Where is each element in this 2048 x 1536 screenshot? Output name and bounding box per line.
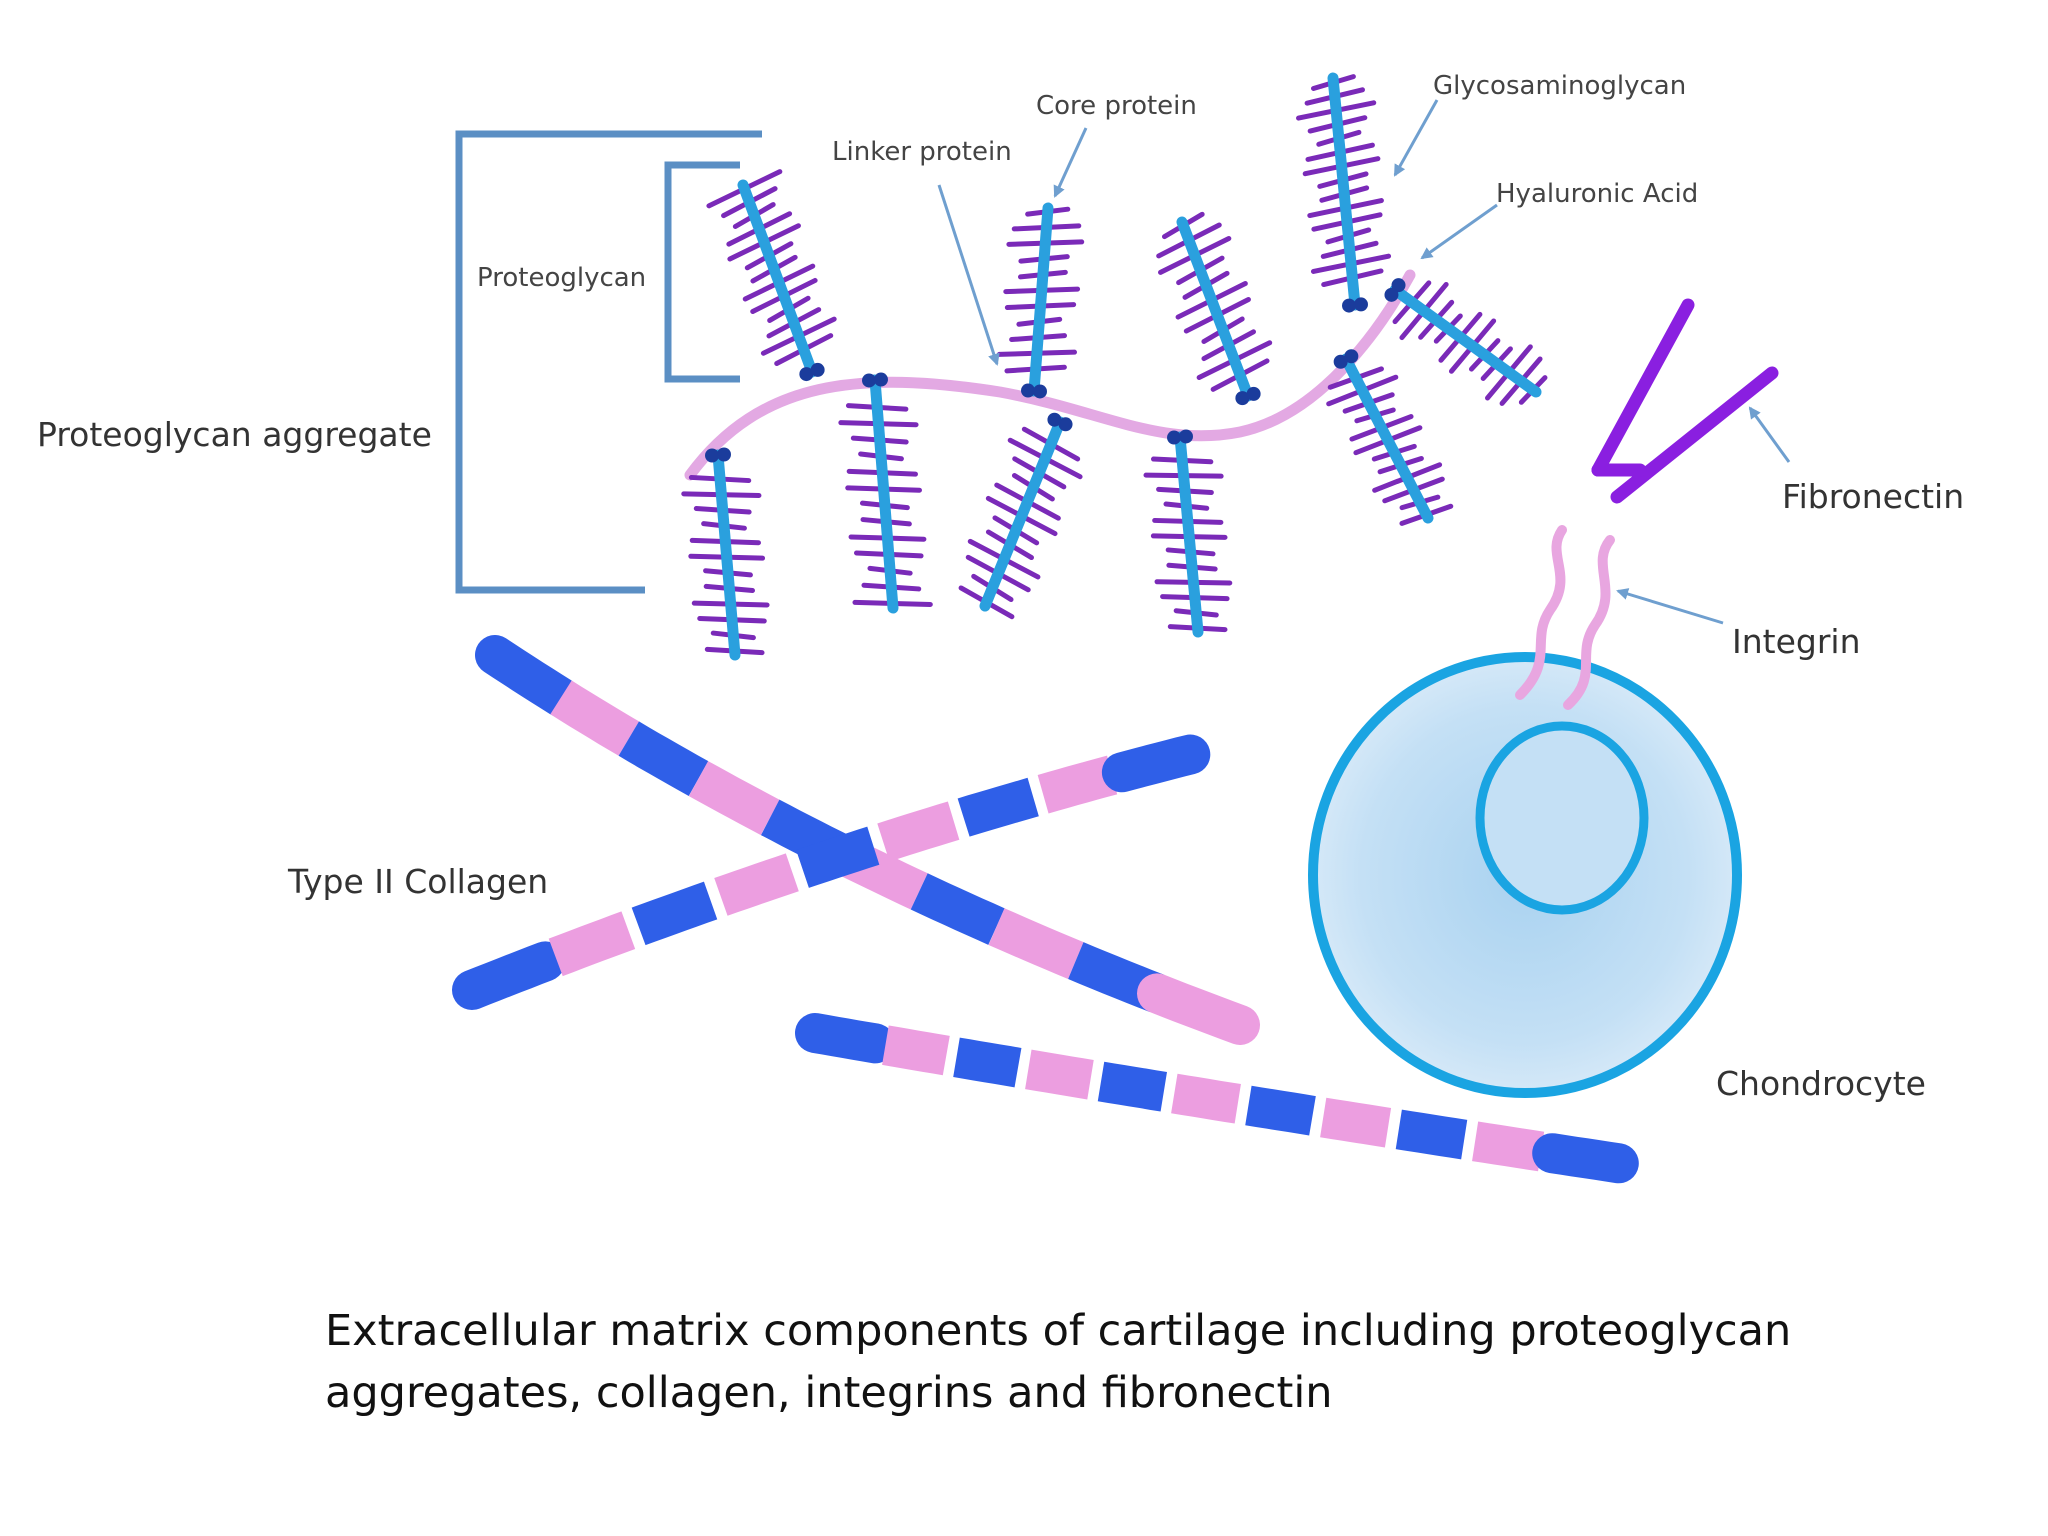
core-protein-strand <box>1340 353 1434 524</box>
bottlebrush-icon <box>838 372 933 614</box>
bottlebrush-icon <box>1384 278 1548 406</box>
bottlebrush-icon <box>958 412 1083 620</box>
collagen-band-blue <box>953 1037 1022 1088</box>
bottlebrush-icon <box>996 202 1085 399</box>
hyaluronic-acid-strand <box>684 269 1416 481</box>
label-glycosaminoglycan: Glycosaminoglycan <box>1433 71 1686 101</box>
arrow-icon <box>937 184 1000 366</box>
figure-caption: Extracellular matrix components of carti… <box>325 1300 1825 1424</box>
linker-protein-dot <box>1333 354 1348 369</box>
linker-protein-dot <box>716 447 731 462</box>
arrow-icon <box>1420 203 1498 260</box>
collagen-band-pink <box>882 1025 950 1076</box>
core-protein-strand <box>1389 284 1542 398</box>
caption-line-2: aggregates, collagen, integrins and fibr… <box>325 1368 1333 1418</box>
proteoglycan-monomers <box>681 72 1548 661</box>
linker-protein-dot <box>1246 386 1261 401</box>
label-proteoglycan-aggregate: Proteoglycan aggregate <box>37 415 432 454</box>
core-protein-strand <box>1327 72 1361 311</box>
collagen-band-pink <box>1171 1073 1241 1124</box>
linker-protein-dot <box>1167 430 1182 445</box>
collagen-band-blue <box>1532 1133 1639 1184</box>
arrow-icon <box>1393 99 1439 177</box>
collagen-band-pink <box>1037 755 1118 814</box>
collagen-band-blue <box>1101 734 1211 793</box>
linker-protein-dot <box>705 448 720 463</box>
collagen-band-blue <box>796 826 880 888</box>
label-chondrocyte: Chondrocyte <box>1716 1064 1926 1103</box>
core-protein-strand <box>979 416 1066 612</box>
collagen-band-pink <box>688 761 780 836</box>
bottlebrush-icon <box>706 169 837 382</box>
arrow-icon <box>1616 588 1724 625</box>
linker-protein-dot <box>1032 384 1047 399</box>
linker-protein-dot <box>1384 287 1399 302</box>
linker-protein-dot <box>1235 391 1250 406</box>
core-protein-strand <box>737 179 818 378</box>
chondrocyte-cell <box>1308 652 1742 1098</box>
linker-protein-dot <box>1058 417 1073 432</box>
collagen-fiber <box>452 734 1211 1010</box>
bottlebrush-icon <box>1296 72 1392 313</box>
collagen-band-blue <box>1245 1085 1316 1136</box>
collagen-band-blue <box>618 721 709 797</box>
core-protein-strand <box>1174 431 1204 638</box>
collagen-band-pink <box>877 801 960 862</box>
linker-protein-dot <box>1391 278 1406 293</box>
collagen-band-blue <box>910 873 1005 945</box>
label-hyaluronic-acid: Hyaluronic Acid <box>1496 179 1698 209</box>
bottlebrush-icon <box>681 447 770 661</box>
label-proteoglycan: Proteoglycan <box>477 263 646 293</box>
pointer-arrows <box>937 99 1791 625</box>
collagen-band-pink <box>1472 1121 1545 1172</box>
linker-protein-dot <box>873 372 888 387</box>
label-integrin: Integrin <box>1732 622 1861 661</box>
proteoglycan-bracket <box>664 161 740 383</box>
integrin-molecule <box>1515 525 1615 710</box>
label-core-protein: Core protein <box>1036 91 1197 121</box>
linker-protein-dot <box>862 373 877 388</box>
label-type-ii-collagen: Type II Collagen <box>287 862 548 901</box>
fibronectin-molecule <box>1591 298 1779 504</box>
collagen-band-blue <box>957 777 1039 837</box>
core-protein-strand <box>1176 216 1254 402</box>
core-protein-strand <box>1028 202 1054 397</box>
collagen-band-blue <box>452 941 566 1010</box>
nucleus <box>1475 721 1649 915</box>
linker-protein-dot <box>1344 349 1359 364</box>
linker-protein-dot <box>799 367 814 382</box>
linker-protein-dot <box>1047 412 1062 427</box>
proteoglycan-aggregate-bracket <box>455 130 762 594</box>
linker-protein-dot <box>1353 297 1368 312</box>
caption-line-1: Extracellular matrix components of carti… <box>325 1306 1792 1356</box>
bottlebrush-icon <box>1156 211 1273 406</box>
collagen-band-pink <box>1137 973 1260 1045</box>
collagen-band-pink <box>1025 1049 1094 1100</box>
linker-protein-dot <box>1021 383 1036 398</box>
collagen-band-pink <box>548 911 636 977</box>
linker-protein-dot <box>810 362 825 377</box>
core-protein-strand <box>869 374 899 614</box>
collagen-band-pink <box>988 908 1084 980</box>
collagen-band-pink <box>550 680 639 756</box>
label-fibronectin: Fibronectin <box>1782 477 1964 516</box>
arrow-icon <box>1053 127 1088 198</box>
arrow-icon <box>1748 406 1791 463</box>
bottlebrush-icon <box>1143 429 1233 638</box>
type-ii-collagen-fibers <box>452 635 1639 1184</box>
collagen-band-blue <box>1395 1109 1468 1160</box>
core-protein-strand <box>712 449 741 661</box>
label-linker-protein: Linker protein <box>832 137 1012 167</box>
collagen-band-pink <box>1320 1097 1392 1148</box>
collagen-band-blue <box>1097 1061 1167 1112</box>
linker-protein-dot <box>1342 298 1357 313</box>
collagen-band-pink <box>714 853 799 916</box>
linker-protein-dot <box>1178 429 1193 444</box>
collagen-band-blue <box>795 1013 896 1064</box>
collagen-band-blue <box>631 881 718 946</box>
bottlebrush-icon <box>1326 349 1454 526</box>
collagen-fiber <box>795 1013 1639 1184</box>
collagen-band-blue <box>475 635 581 718</box>
